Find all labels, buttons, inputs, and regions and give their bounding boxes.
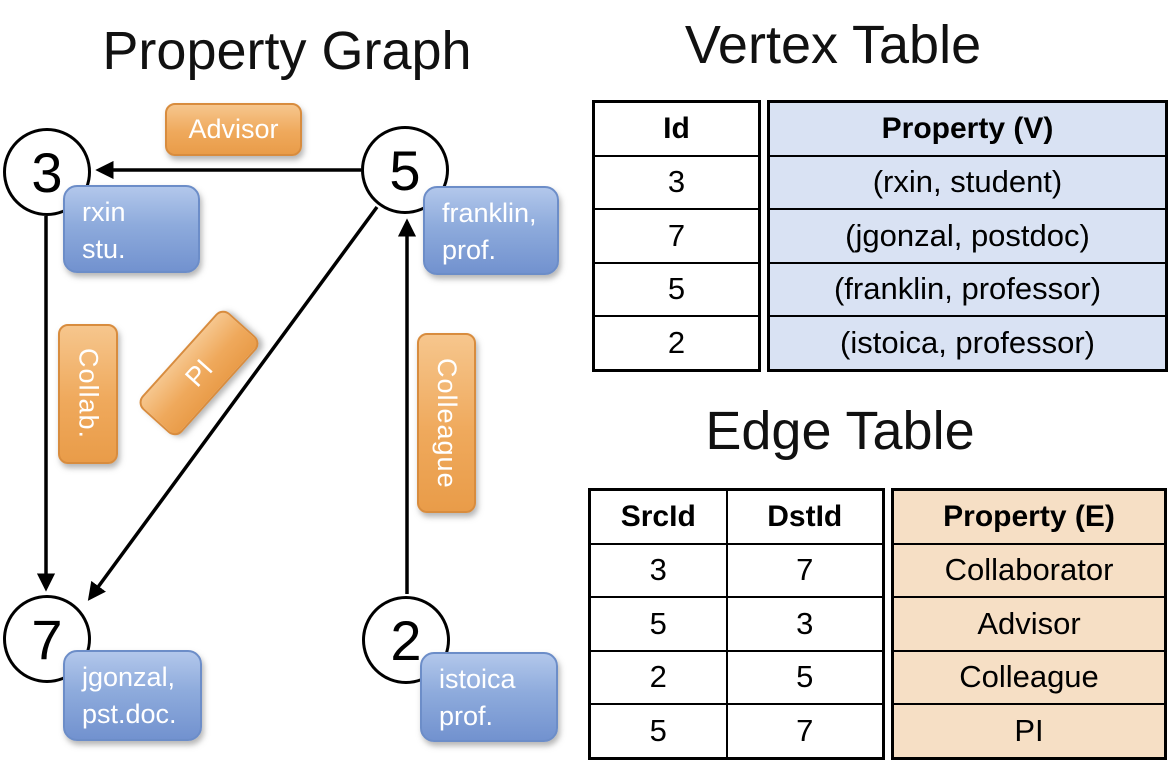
edge-table-src-cell: 3: [588, 542, 728, 598]
edge-table-property-cell: PI: [891, 703, 1167, 759]
edge-line-pi-5-to-7: [87, 205, 379, 601]
vertex-property-box-rxin-line1: rxin: [82, 197, 126, 227]
edge-label-collaborator-text: Collab.: [73, 348, 104, 440]
edge-table-property-cell: Collaborator: [891, 542, 1167, 598]
edge-table-property-cell: Advisor: [891, 596, 1167, 652]
vertex-table-property-cell: (jgonzal, postdoc): [767, 208, 1168, 264]
edge-table-title: Edge Table: [705, 401, 975, 461]
edge-label-colleague: Colleague: [417, 333, 476, 513]
vertex-table-id-cell: 3: [592, 154, 761, 210]
vertex-property-box-jgonzal: jgonzal, pst.doc.: [63, 650, 202, 741]
graph-edges-layer: [36, 160, 417, 601]
graph-node-5: 5: [361, 126, 449, 214]
vertex-table-property-cell: (rxin, student): [767, 154, 1168, 210]
node-5-id: 5: [389, 138, 421, 202]
vertex-property-box-franklin: franklin, prof.: [423, 186, 559, 275]
graph-node-2: 2: [362, 596, 450, 684]
edge-table-header-property: Property (E): [891, 488, 1167, 545]
vertex-table-property-cell: (istoica, professor): [767, 315, 1168, 371]
vertex-table-id-column: Id 3 7 5 2: [592, 100, 761, 372]
edge-table-property-column: Property (E) Collaborator Advisor Collea…: [891, 488, 1167, 760]
edge-table: SrcId DstId 3 7 5 3 2 5 5 7 Property (E): [588, 488, 1167, 760]
vertex-property-box-jgonzal-line2: pst.doc.: [82, 699, 177, 730]
edge-label-collaborator: Collab.: [58, 324, 118, 464]
vertex-table-header-property: Property (V): [767, 100, 1168, 157]
vertex-property-box-istoica-line1: istoica: [439, 664, 516, 694]
node-2-id: 2: [390, 608, 422, 672]
edge-table-src-cell: 5: [588, 703, 728, 759]
edge-table-dst-cell: 7: [725, 542, 885, 598]
edge-table-dst-cell: 7: [725, 703, 885, 759]
vertex-table-property-cell: (franklin, professor): [767, 261, 1168, 317]
vertex-property-box-istoica-line2: prof.: [439, 701, 494, 732]
vertex-property-box-franklin-line1: franklin,: [442, 198, 537, 228]
edge-table-header-dstid: DstId: [725, 488, 885, 545]
vertex-property-box-rxin: rxin stu.: [63, 185, 200, 273]
vertex-property-box-jgonzal-line1: jgonzal,: [82, 662, 176, 692]
edge-table-src-cell: 2: [588, 649, 728, 705]
node-7-id: 7: [31, 607, 63, 671]
edge-table-id-columns: SrcId DstId 3 7 5 3 2 5 5 7: [588, 488, 885, 760]
vertex-property-box-rxin-line2: stu.: [82, 234, 126, 265]
node-3-id: 3: [31, 140, 63, 204]
vertex-table-id-cell: 5: [592, 261, 761, 317]
edge-label-advisor: Advisor: [165, 103, 302, 156]
vertex-table-id-cell: 2: [592, 315, 761, 371]
vertex-table-header-id: Id: [592, 100, 761, 157]
vertex-table-id-cell: 7: [592, 208, 761, 264]
vertex-property-box-istoica: istoica prof.: [420, 652, 558, 742]
vertex-table-property-column: Property (V) (rxin, student) (jgonzal, p…: [767, 100, 1168, 372]
edge-label-pi-text: PI: [178, 353, 219, 393]
vertex-table-title: Vertex Table: [684, 15, 982, 75]
vertex-property-box-franklin-line2: prof.: [442, 235, 497, 266]
property-graph-title: Property Graph: [102, 21, 472, 81]
edge-table-dst-cell: 3: [725, 596, 885, 652]
edge-label-colleague-text: Colleague: [432, 357, 462, 489]
edge-table-dst-cell: 5: [725, 649, 885, 705]
edge-table-header-srcid: SrcId: [588, 488, 728, 545]
edge-label-advisor-text: Advisor: [188, 114, 279, 144]
vertex-table: Id 3 7 5 2 Property (V) (rxin, student) …: [592, 100, 1168, 372]
edge-table-property-cell: Colleague: [891, 649, 1167, 705]
edge-table-src-cell: 5: [588, 596, 728, 652]
